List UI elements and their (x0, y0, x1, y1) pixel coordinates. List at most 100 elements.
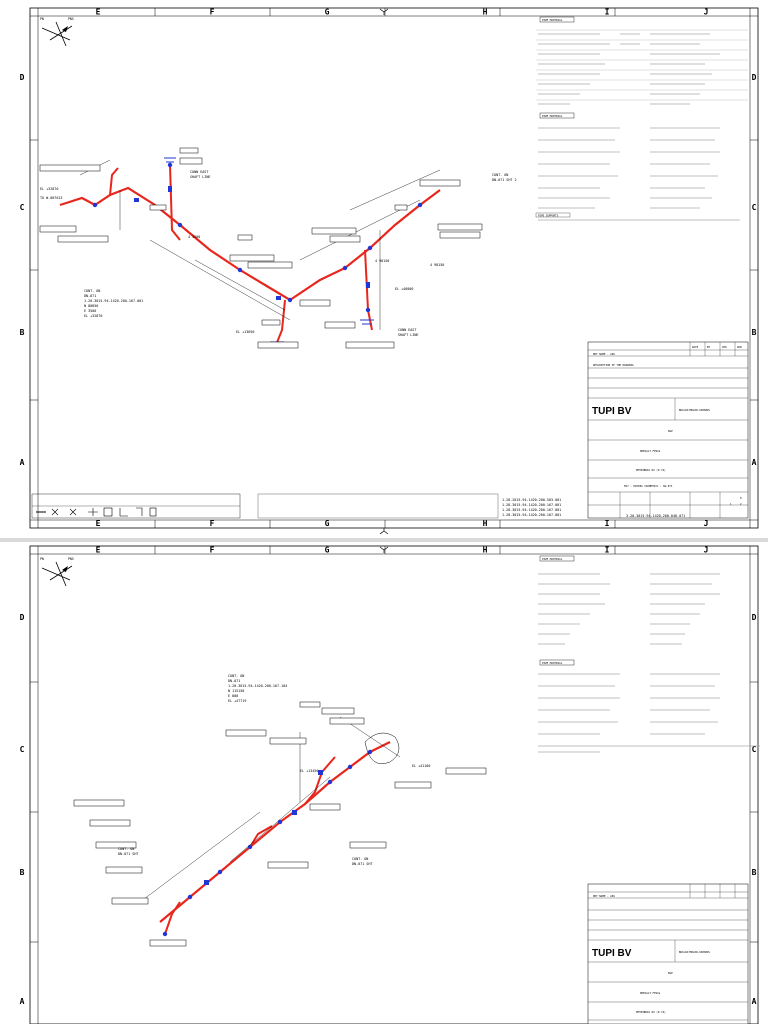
legend-strip (31, 493, 241, 519)
callout-conn-2: CONN EAST (398, 328, 416, 332)
pipe-main-run (59, 186, 441, 302)
revision-label: PRT NAME - APG (593, 894, 615, 898)
line-ref: 1-28-3015.94-1420-200-167-001 (502, 503, 561, 507)
callout-box (437, 223, 483, 231)
callout-box (179, 157, 203, 165)
zone-col-j: J (704, 546, 709, 555)
callout-box (309, 803, 341, 811)
isometric-pipe-route (159, 732, 400, 937)
callout-cont-ref-2: DN-071 SHT (118, 852, 138, 856)
callout-box (299, 701, 321, 708)
callout-box (237, 234, 253, 241)
center-arrow-icon (379, 546, 389, 553)
center-arrow-icon (379, 528, 389, 535)
zone-col-f-bottom: F (210, 519, 215, 528)
zone-col-i-bottom: I (605, 519, 610, 528)
callout-elevation-4: EL +46000 (395, 287, 413, 291)
drawing-title: M17 - PIPING ISOMETRIC - SW-071 (624, 484, 673, 488)
zone-row-c: C (20, 203, 25, 212)
pipe-main-run (159, 741, 391, 923)
callout-cont-on-3: CONT. ON (352, 857, 368, 861)
callout-box (39, 225, 77, 233)
project-name: PETROBRAS DO (P-74) (636, 1010, 666, 1014)
callout-elevation-3: EL +13650 (236, 330, 254, 334)
callout-elevation: EL +32870 (84, 314, 102, 318)
callout-box (247, 261, 293, 269)
bom-header: PIPE MATERIAL (542, 557, 563, 561)
zone-row-c: C (20, 745, 25, 754)
isometric-sheet-1: E F G H I J E F G H I J D C B A D C B A … (19, 7, 759, 535)
callout-box (394, 781, 432, 789)
company-name: TUPI BV (592, 948, 632, 959)
callout-box (149, 939, 187, 947)
company-name: TUPI BV (592, 406, 632, 417)
isometric-sheet-2: E F G H I J D C B A D C B A PN PNS (0, 542, 768, 1025)
zone-col-i: I (605, 8, 610, 17)
callout-box (439, 231, 481, 239)
north-arrow-icon: PN PNS (40, 557, 74, 587)
pipe-branch (109, 167, 119, 196)
zone-row-d-right: D (752, 73, 757, 82)
department: E&P (668, 429, 673, 433)
bom-table-2: PIPE MATERIAL PIPE SUPPORTS (535, 112, 740, 221)
callout-box (229, 254, 275, 262)
zone-col-h: H (483, 8, 488, 17)
check-label: CHK (722, 345, 727, 349)
callout-box (89, 819, 131, 827)
client-name: PRESALT FPSOs (640, 449, 661, 453)
callout-elevation-2: EL +32870 (40, 187, 58, 191)
callout-box (394, 204, 408, 211)
bom-header-3: PIPE SUPPORTS (538, 213, 559, 217)
callout-line-number: 1-20-3015.94-1420-200-167-001 (84, 299, 143, 303)
cloud-revision-mark (364, 732, 400, 764)
callout-cont-on: CONT. ON (228, 674, 244, 678)
callout-north-2: 4 98150 (375, 259, 389, 263)
zone-col-i: I (605, 546, 610, 555)
zone-row-c-right: C (752, 203, 757, 212)
zone-row-d-right: D (752, 613, 757, 622)
pipe-riser (169, 164, 181, 241)
zone-row-c-right: C (752, 745, 757, 754)
callout-box (329, 717, 365, 725)
callout-box (311, 227, 357, 235)
callout-box (149, 204, 167, 211)
callout-box (95, 841, 137, 849)
callout-box (225, 729, 267, 737)
callout-box (261, 319, 281, 326)
callout-box (299, 299, 331, 307)
sheet-2-drawing: E F G H I J D C B A D C B A PN PNS (20, 546, 760, 1025)
sheet-number: 1 (730, 502, 732, 506)
callout-east-2: 4 3500 (188, 235, 200, 239)
zone-row-b: B (20, 328, 25, 337)
callout-north: N 80850 (84, 304, 98, 308)
callout-east: E 3500 (84, 309, 96, 313)
bom-header-2: PIPE MATERIAL (542, 114, 563, 118)
zone-col-f: F (210, 8, 215, 17)
bom-table-1: PIPE MATERIAL (536, 16, 748, 105)
pipe-branch-2 (304, 756, 336, 805)
callout-box (324, 321, 356, 329)
drawing-frame (29, 7, 759, 529)
zone-row-b: B (20, 868, 25, 877)
zone-col-h-bottom: H (483, 519, 488, 528)
callout-cont-on-2: CONT. ON (84, 289, 100, 293)
callout-line-number: 1-20-3015.94-1420-200-167-104 (228, 684, 287, 688)
callout-cont-on-2: CONT. ON (118, 847, 134, 851)
zone-col-f: F (210, 546, 215, 555)
revision-number: 0 (740, 496, 742, 500)
callout-elevation-3: EL +41100 (412, 764, 430, 768)
callout-elevation-2: EL +13450 (300, 769, 318, 773)
zone-col-j-bottom: J (704, 519, 709, 528)
callout-box (419, 179, 461, 187)
drawing-description-label: DESCRIPTION OF THE DRAWING (593, 363, 634, 367)
callout-to: TO W-007013 (40, 196, 62, 200)
department: E&P (668, 971, 673, 975)
zone-col-g-bottom: G (325, 519, 330, 528)
callout-cont-ref: DN-071 (228, 679, 240, 683)
zone-col-e: E (96, 8, 101, 17)
drawing-number: 3-20-3015.94-1420-200-048-071 (626, 514, 685, 518)
callout-conn: CONN EAST (190, 170, 208, 174)
page-separator (0, 538, 768, 542)
callout-box (269, 737, 307, 745)
pipe-drop-2 (275, 299, 286, 346)
